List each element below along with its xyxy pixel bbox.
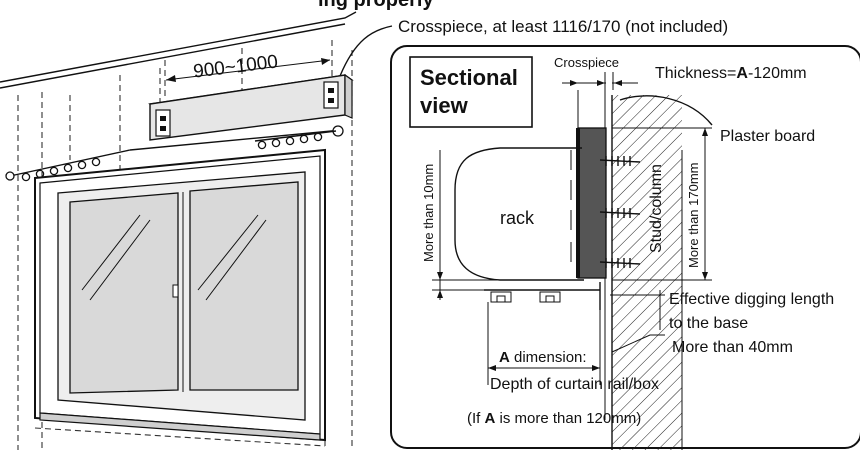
condition-label: (If A is more than 120mm): [467, 410, 641, 427]
crosspiece-label: Crosspiece: [554, 55, 619, 70]
header-title-fragment: ing properly: [318, 0, 434, 11]
effective-length-line1: Effective digging length: [669, 291, 834, 308]
stud-column-label: Stud/column: [648, 164, 665, 253]
left-bracket: [155, 109, 171, 137]
more-than-40-label: More than 40mm: [672, 339, 793, 356]
effective-length-line2: to the base: [669, 315, 748, 332]
curtain-rod: [5, 125, 344, 182]
hatched-wall: [612, 95, 682, 450]
crosspiece-board: [148, 73, 354, 141]
rack-label: rack: [500, 208, 535, 228]
window-frame: [34, 148, 326, 447]
dim-170: [612, 127, 712, 281]
crosspiece-section: [577, 127, 607, 279]
sectional-title-line1: Sectional: [420, 65, 518, 90]
curtain-rail: [484, 282, 601, 310]
span-label: 900~1000: [192, 51, 279, 82]
more-than-10-label: More than 10mm: [421, 164, 436, 262]
sectional-title-line2: view: [420, 93, 469, 118]
rack-outline: [454, 147, 584, 281]
depth-label: Depth of curtain rail/box: [490, 376, 659, 393]
a-dimension: [487, 302, 601, 385]
screws: [599, 156, 641, 268]
crosspiece-note: Crosspiece, at least 1116/170 (not inclu…: [398, 17, 728, 36]
left-glass-pane: [69, 192, 179, 394]
right-bracket: [323, 81, 339, 109]
crosspiece-leader: [339, 25, 393, 77]
plaster-board-label: Plaster board: [720, 128, 815, 145]
more-than-170-label: More than 170mm: [686, 163, 701, 269]
sectional-title-box: [409, 56, 533, 128]
thickness-label: Thickness=A-120mm: [655, 65, 807, 82]
right-glass-pane: [189, 181, 299, 391]
a-dimension-label: A dimension:: [499, 349, 587, 366]
span-dimension: 900~1000: [165, 51, 331, 83]
